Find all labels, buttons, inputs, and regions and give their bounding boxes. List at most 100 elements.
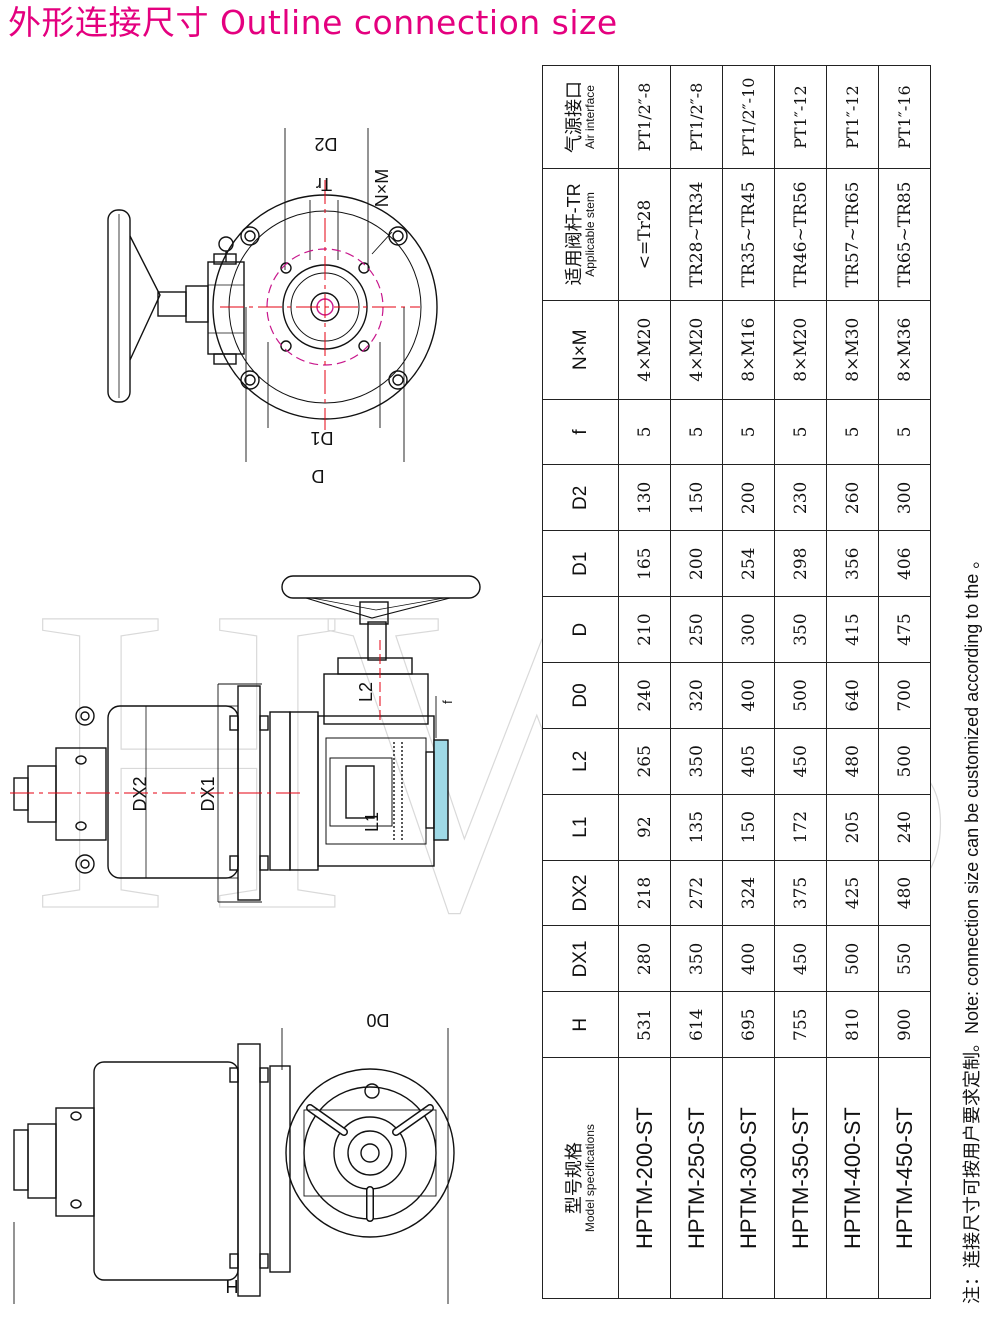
table-cell: 405 — [722, 728, 775, 795]
label-h: H — [226, 1276, 239, 1296]
table-cell: 135 — [670, 794, 723, 861]
table-cell: 130 — [618, 464, 671, 531]
table-cell: 300 — [722, 596, 775, 663]
header-dx1: DX1 — [542, 925, 619, 992]
table-cell: 400 — [722, 925, 775, 992]
table-cell: 272 — [670, 860, 723, 926]
header-l2: L2 — [542, 728, 619, 795]
table-cell: TR57~TR65 — [826, 168, 879, 301]
model-cell: HPTM-200-ST — [618, 1057, 671, 1299]
table-cell: 200 — [670, 530, 723, 597]
table-cell: 8×M20 — [774, 300, 827, 400]
table-cell: TR46~TR56 — [774, 168, 827, 301]
table-cell: 300 — [878, 464, 931, 531]
table-cell: 250 — [670, 596, 723, 663]
table-cell: PT1″-12 — [826, 65, 879, 169]
header-d2: D2 — [542, 464, 619, 531]
table-cell: 298 — [774, 530, 827, 597]
table-cell: 415 — [826, 596, 879, 663]
table-cell: 165 — [618, 530, 671, 597]
table-cell: PT1/2″-8 — [618, 65, 671, 169]
table-cell: 500 — [878, 728, 931, 795]
table-cell: 480 — [826, 728, 879, 795]
table-cell: 230 — [774, 464, 827, 531]
table-cell: 350 — [774, 596, 827, 663]
table-cell: 5 — [774, 399, 827, 465]
table-cell: TR35~TR45 — [722, 168, 775, 301]
table-cell: 8×M30 — [826, 300, 879, 400]
label-f: f — [440, 700, 455, 704]
table-cell: 5 — [722, 399, 775, 465]
table-cell: 755 — [774, 991, 827, 1058]
header-f: f — [542, 399, 619, 465]
table-cell: TR65~TR85 — [878, 168, 931, 301]
table-cell: 5 — [670, 399, 723, 465]
table-cell: 480 — [878, 860, 931, 926]
table-cell: 400 — [722, 662, 775, 729]
table-cell: 92 — [618, 794, 671, 861]
table-cell: 425 — [826, 860, 879, 926]
side-view-drawing — [13, 575, 481, 903]
model-cell: HPTM-250-ST — [670, 1057, 723, 1299]
table-cell: 240 — [618, 662, 671, 729]
table-cell: PT1″-12 — [774, 65, 827, 169]
table-cell: 172 — [774, 794, 827, 861]
table-cell: 900 — [878, 991, 931, 1058]
table-cell: 240 — [878, 794, 931, 861]
label-d2: D2 — [314, 134, 337, 154]
table-cell: 500 — [774, 662, 827, 729]
header-d: D — [542, 596, 619, 663]
table-cell: 531 — [618, 991, 671, 1058]
table-cell: 450 — [774, 728, 827, 795]
table-cell: 350 — [670, 728, 723, 795]
table-cell: 475 — [878, 596, 931, 663]
model-cell: HPTM-450-ST — [878, 1057, 931, 1299]
label-tr: Tr — [316, 174, 332, 194]
table-cell: 5 — [878, 399, 931, 465]
table-cell: 210 — [618, 596, 671, 663]
table-cell: 450 — [774, 925, 827, 992]
label-l2: L2 — [356, 682, 376, 702]
table-cell: 614 — [670, 991, 723, 1058]
table-cell: <=Tr28 — [618, 168, 671, 301]
table-cell: 375 — [774, 860, 827, 926]
table-cell: 200 — [722, 464, 775, 531]
model-cell: HPTM-400-ST — [826, 1057, 879, 1299]
table-cell: 350 — [670, 925, 723, 992]
table-cell: 550 — [878, 925, 931, 992]
table-cell: 8×M36 — [878, 300, 931, 400]
table-cell: 324 — [722, 860, 775, 926]
label-d1: D1 — [310, 428, 333, 448]
table-cell: 356 — [826, 530, 879, 597]
table-cell: 205 — [826, 794, 879, 861]
header-nxm: N×M — [542, 300, 619, 400]
table-cell: 5 — [618, 399, 671, 465]
page-title: 外形连接尺寸 Outline connection size — [8, 3, 618, 42]
label-d: D — [312, 466, 325, 486]
model-cell: HPTM-350-ST — [774, 1057, 827, 1299]
table-cell: 4×M20 — [670, 300, 723, 400]
front-view-drawing — [13, 1028, 455, 1304]
table-cell: 218 — [618, 860, 671, 926]
table-cell: 260 — [826, 464, 879, 531]
table-cell: 640 — [826, 662, 879, 729]
table-cell: 254 — [722, 530, 775, 597]
table-cell: 810 — [826, 991, 879, 1058]
label-d0: D0 — [366, 1010, 389, 1030]
table-cell: 320 — [670, 662, 723, 729]
header-l1: L1 — [542, 794, 619, 861]
table-cell: 4×M20 — [618, 300, 671, 400]
table-cell: TR28~TR34 — [670, 168, 723, 301]
header-d0: D0 — [542, 662, 619, 729]
